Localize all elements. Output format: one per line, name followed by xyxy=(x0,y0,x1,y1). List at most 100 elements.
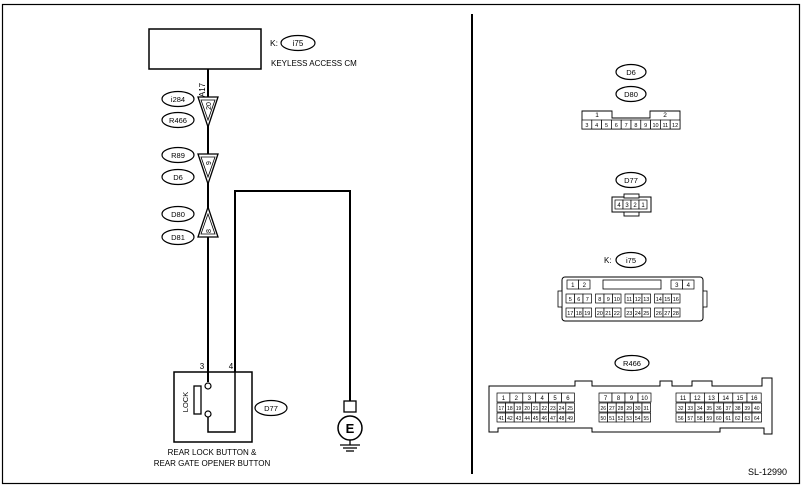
i75-pin-15: 15 xyxy=(664,297,670,303)
i75-pin-3: 3 xyxy=(675,283,679,289)
i75-pin-14: 14 xyxy=(656,297,662,303)
r466-pin-12: 12 xyxy=(694,396,701,402)
joint-connector-r89: R89 xyxy=(171,151,185,160)
connector-name-d77: D77 xyxy=(624,176,638,185)
r466-pin-50: 50 xyxy=(601,416,607,422)
r466-pin-10: 10 xyxy=(641,396,648,402)
r466-pin-1: 1 xyxy=(502,396,506,402)
switch-pin-4: 4 xyxy=(229,362,234,371)
joint-connector-i284: i284 xyxy=(171,95,185,104)
r466-pin-3: 3 xyxy=(528,396,532,402)
r466-pin-2: 2 xyxy=(515,396,519,402)
i75-pin-10: 10 xyxy=(614,297,620,303)
i75-pin-27: 27 xyxy=(664,311,670,317)
i75-pin-24: 24 xyxy=(635,311,641,317)
connector-bubble-i75 xyxy=(280,34,316,52)
r466-pin-19: 19 xyxy=(516,406,522,412)
pin-cell xyxy=(578,279,591,290)
pin-cell xyxy=(641,412,651,423)
i75-pin-12: 12 xyxy=(635,297,641,303)
pin-cell xyxy=(671,307,681,318)
wire-ground xyxy=(234,190,351,401)
i75-pin-25: 25 xyxy=(643,311,649,317)
pin-cell xyxy=(751,402,762,413)
d77-pin-1: 1 xyxy=(641,203,645,209)
ground-label: E xyxy=(346,421,355,436)
r466-pin-27: 27 xyxy=(609,406,615,412)
d77-pin-4: 4 xyxy=(617,203,621,209)
r466-pin-9: 9 xyxy=(630,396,634,402)
r466-pin-58: 58 xyxy=(697,416,703,422)
r466-pin-17: 17 xyxy=(499,406,505,412)
r466-pin-14: 14 xyxy=(722,396,729,402)
pin-cell xyxy=(612,307,622,318)
joint-marker-1 xyxy=(197,96,219,130)
i75-pin-5: 5 xyxy=(569,297,572,303)
connector-name-d80: D80 xyxy=(624,90,638,99)
pin-cell xyxy=(582,307,592,318)
connector-key xyxy=(602,279,662,290)
connector-name-i75: i75 xyxy=(626,256,636,265)
joint-connector-d80: D80 xyxy=(171,210,185,219)
r466-pin-15: 15 xyxy=(737,396,744,402)
d77-pin-3: 3 xyxy=(625,203,629,209)
r466-pin-44: 44 xyxy=(524,416,530,422)
r466-pin-55: 55 xyxy=(644,416,650,422)
r466-pin-22: 22 xyxy=(542,406,548,412)
d77-pin-2: 2 xyxy=(633,203,637,209)
pin-cell xyxy=(669,119,681,130)
diagram-id: SL-12990 xyxy=(748,467,787,477)
switch-connector-d77: D77 xyxy=(264,404,278,413)
i75-pin-21: 21 xyxy=(605,311,611,317)
r466-pin-53: 53 xyxy=(626,416,632,422)
i75-pin-13: 13 xyxy=(643,297,649,303)
keyless-cm-box xyxy=(148,28,262,70)
pin-cell xyxy=(561,392,575,403)
r466-pin-59: 59 xyxy=(706,416,712,422)
r466-pin-33: 33 xyxy=(687,406,693,412)
diagram-frame xyxy=(1,3,801,485)
r466-pin-42: 42 xyxy=(507,416,513,422)
d6-pin-7: 7 xyxy=(625,123,628,129)
i75-pin-8: 8 xyxy=(598,297,601,303)
r466-pin-28: 28 xyxy=(618,406,624,412)
r466-pin-25: 25 xyxy=(567,406,573,412)
pin-cell xyxy=(637,392,652,403)
r466-pin-36: 36 xyxy=(716,406,722,412)
d6-pin-8: 8 xyxy=(634,123,637,129)
i75-pin-11: 11 xyxy=(626,297,632,303)
r466-pin-49: 49 xyxy=(567,416,573,422)
connector-latch xyxy=(557,290,563,308)
i75-pin-17: 17 xyxy=(567,311,573,317)
r466-pin-16: 16 xyxy=(751,396,758,402)
r466-pin-39: 39 xyxy=(744,406,750,412)
r466-pin-41: 41 xyxy=(499,416,505,422)
d6-pin-10: 10 xyxy=(652,123,658,129)
joint-connector-r466: R466 xyxy=(169,116,187,125)
r466-pin-24: 24 xyxy=(559,406,565,412)
i75-pin-23: 23 xyxy=(626,311,632,317)
d6-pin-3: 3 xyxy=(585,123,588,129)
r466-pin-20: 20 xyxy=(524,406,530,412)
keyless-cm-prefix: K: xyxy=(270,38,278,48)
pin-cell xyxy=(671,293,681,304)
switch-lock-label: LOCK xyxy=(181,392,190,412)
i75-pin-1: 1 xyxy=(571,283,575,289)
pin-cell xyxy=(638,199,648,210)
r466-pin-56: 56 xyxy=(678,416,684,422)
i75-pin-18: 18 xyxy=(576,311,582,317)
r466-pin-61: 61 xyxy=(725,416,731,422)
r466-pin-60: 60 xyxy=(716,416,722,422)
connector-name-d6: D6 xyxy=(626,68,636,77)
i75-pin-7: 7 xyxy=(586,297,589,303)
r466-pin-13: 13 xyxy=(708,396,715,402)
r466-pin-18: 18 xyxy=(507,406,513,412)
switch-box xyxy=(173,371,253,443)
pin-cell xyxy=(682,279,695,290)
r466-pin-57: 57 xyxy=(687,416,693,422)
r466-pin-37: 37 xyxy=(725,406,731,412)
joint-pin-3: 8 xyxy=(206,229,213,233)
d6-pin-12: 12 xyxy=(672,123,678,129)
